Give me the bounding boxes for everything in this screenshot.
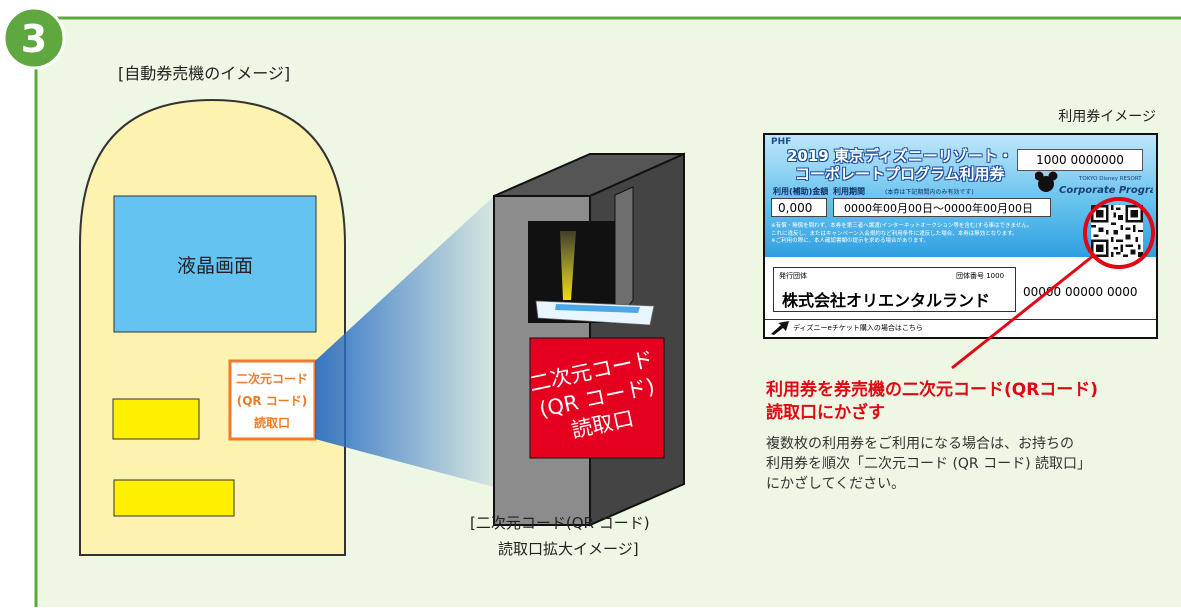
mickey-head-icon bbox=[1038, 176, 1054, 192]
zoom-reader-label-panel bbox=[529, 337, 665, 459]
ticket-notice-line1: ※有償・無償を問わず、本券を第三者へ譲渡(インターネットオークション等を含む)す… bbox=[771, 223, 1033, 229]
ticket-title-line2: コーポレートプログラム利用券 bbox=[795, 165, 1005, 183]
arrow-icon bbox=[771, 321, 789, 335]
machine-slot-lower bbox=[113, 479, 235, 517]
ticket-barcode-number: 00000 00000 0000 bbox=[1023, 285, 1138, 299]
ticket-divider bbox=[765, 319, 1156, 320]
ticket-issuer-name: 株式会社オリエンタルランド bbox=[782, 291, 991, 310]
lcd-screen-label: 液晶画面 bbox=[177, 255, 253, 277]
corporate-program-logo: TOKYO Disney RESORT Corporate Program bbox=[1035, 171, 1153, 196]
ticket-notice: ※有償・無償を問わず、本券を第三者へ譲渡(インターネットオークション等を含む)す… bbox=[771, 223, 1083, 246]
step-badge bbox=[2, 6, 66, 70]
ticket-serial: 1000 0000000 bbox=[1017, 149, 1143, 171]
qr-reader-label-line2: (QR コード) bbox=[237, 394, 308, 408]
instruction-title-line2: 読取口にかざす bbox=[766, 402, 885, 423]
logo-bottom-text: Corporate Program bbox=[1059, 185, 1153, 196]
qr-code-icon bbox=[1091, 205, 1143, 257]
qr-reader-label-line1: 二次元コード bbox=[236, 371, 308, 386]
instruction-body-line2: 利用券を順次「二次元コード (QR コード) 読取口」 bbox=[766, 455, 1091, 472]
mickey-ear-right-icon bbox=[1048, 171, 1058, 181]
ticket-period-value: 0000年00月00日～0000年00月00日 bbox=[833, 198, 1051, 217]
ticket-caption: 利用券イメージ bbox=[1058, 109, 1156, 125]
instruction-body-line1: 複数枚の利用券をご利用になる場合は、お持ちの bbox=[766, 435, 1074, 452]
scanner-light bbox=[560, 231, 576, 300]
qr-reader-label-line3: 読取口 bbox=[254, 415, 290, 430]
ticket-period-note: (本券は下記期間内のみ有効です) bbox=[885, 189, 974, 196]
logo-top-text: TOKYO Disney RESORT bbox=[1078, 176, 1142, 182]
lcd-screen bbox=[113, 195, 317, 333]
zoom-caption-line1: [二次元コード(QR コード) bbox=[470, 514, 650, 532]
machine-slot-upper bbox=[112, 398, 200, 440]
ticket-group-number: 団体番号 1000 bbox=[956, 272, 1005, 280]
ticket-issuer-box: 発行団体 団体番号 1000 株式会社オリエンタルランド bbox=[773, 267, 1016, 312]
instruction-body-line3: にかざしてください。 bbox=[766, 475, 905, 492]
machine-caption: [自動券売機のイメージ] bbox=[118, 64, 290, 83]
step-number: 3 bbox=[21, 17, 47, 61]
instruction-title-line1: 利用券を券売機の二次元コード(QRコード) bbox=[766, 379, 1098, 400]
ticket-in-slot-stripe bbox=[555, 304, 640, 313]
ticket-title-line1: 2019 東京ディズニーリゾート・ bbox=[787, 147, 1013, 165]
ticket-phf: PHF bbox=[771, 137, 792, 147]
ticket-notice-line3: ※ご利用の際に、本人確認書類の提示を求める場合があります。 bbox=[771, 238, 929, 244]
ticket-amount-value: 0,000 bbox=[771, 198, 827, 217]
ticket-notice-line2: これに違反し、またはキャンペーン入会規約など利用条件に違反した場合、本券は無効と… bbox=[771, 230, 1018, 237]
ticket-issuer-label: 発行団体 bbox=[779, 272, 807, 280]
ticket-period-label: 利用期間 bbox=[833, 187, 865, 196]
zoom-caption-line2: 読取口拡大イメージ] bbox=[498, 540, 639, 558]
reader-opening-inner-wall bbox=[614, 186, 634, 325]
ticket-bottom-text: ディズニーeチケット購入の場合はこちら bbox=[793, 324, 923, 332]
ticket-image: PHF 2019 東京ディズニーリゾート・ コーポレートプログラム利用券 100… bbox=[763, 133, 1158, 339]
ticket-amount-label: 利用(補助)金額 bbox=[773, 187, 829, 196]
mickey-ear-left-icon bbox=[1035, 171, 1044, 181]
zoom-projection-beam bbox=[315, 196, 494, 487]
